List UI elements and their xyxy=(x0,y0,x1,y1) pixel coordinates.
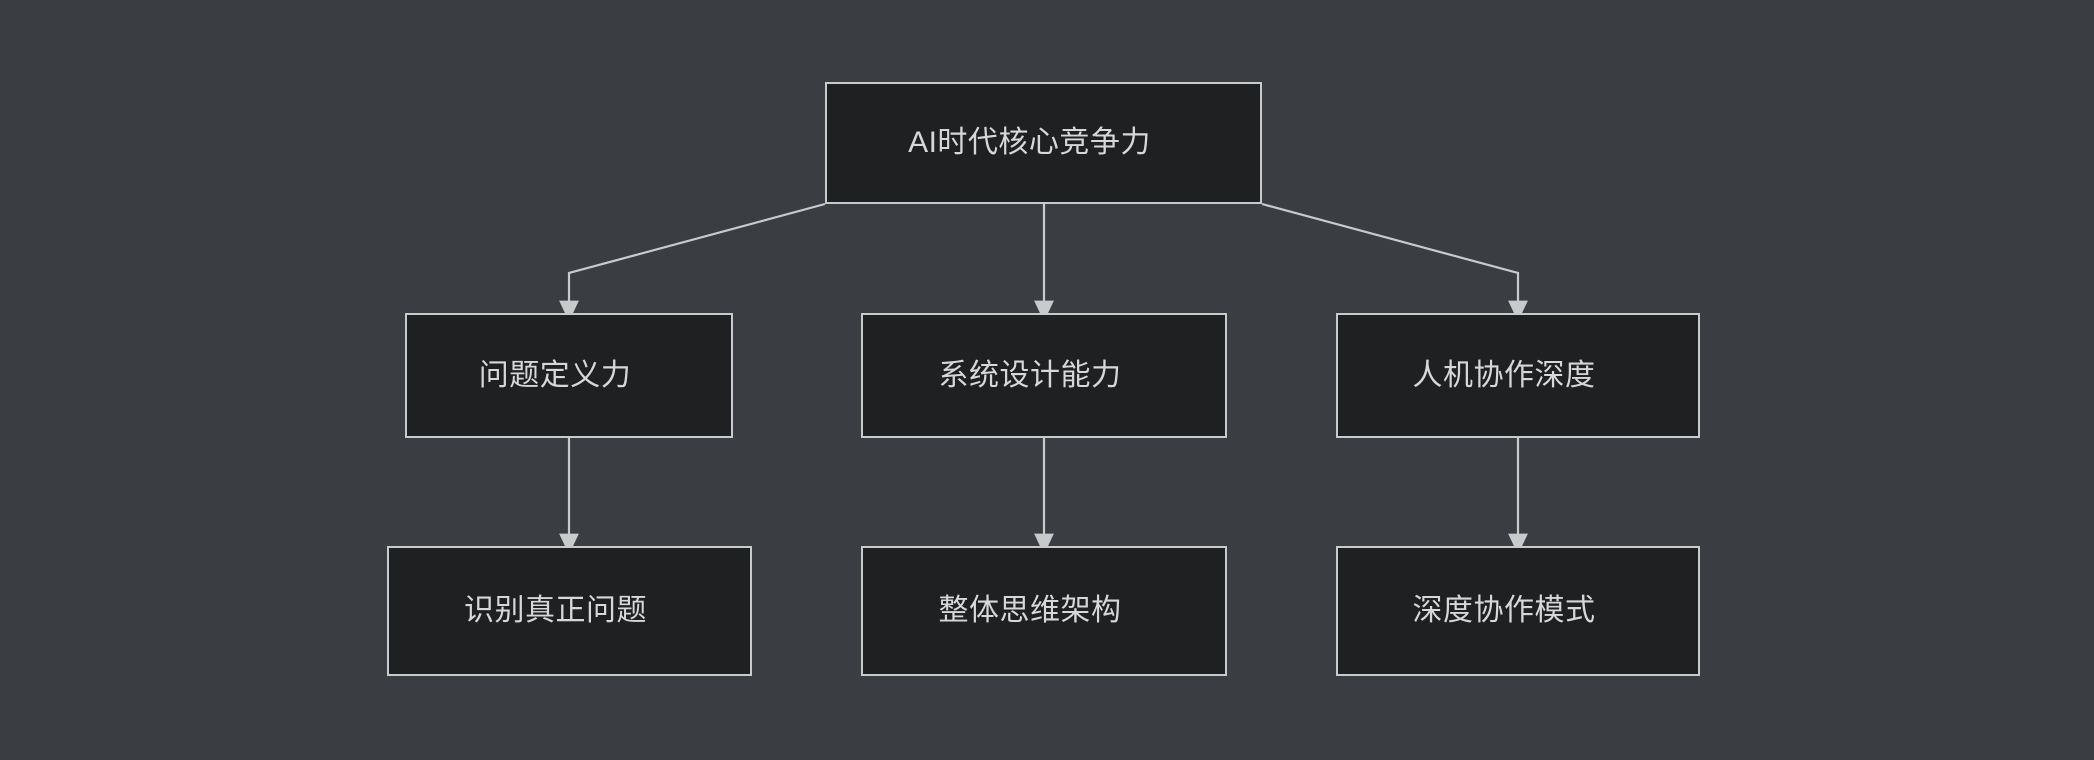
node-label: 系统设计能力 xyxy=(938,358,1122,392)
node-label: AI时代核心竞争力 xyxy=(908,126,1151,159)
node-label: 问题定义力 xyxy=(478,358,632,392)
node-label: 深度协作模式 xyxy=(1412,594,1596,627)
node-label: 人机协作深度 xyxy=(1412,358,1596,392)
node-deep-collaboration-mode[interactable]: 深度协作模式 xyxy=(1336,546,1700,676)
node-holistic-thinking-architecture[interactable]: 整体思维架构 xyxy=(861,546,1227,676)
node-system-design[interactable]: 系统设计能力 xyxy=(861,313,1227,438)
edge-root-to-problem-definition xyxy=(559,202,826,322)
node-ai-era-core-competitiveness[interactable]: AI时代核心竞争力 xyxy=(825,82,1262,204)
node-label: 识别真正问题 xyxy=(464,594,647,627)
node-label: 整体思维架构 xyxy=(938,594,1122,627)
edge-root-to-human-ai-collaboration xyxy=(1261,202,1528,322)
node-identify-real-problem[interactable]: 识别真正问题 xyxy=(387,546,752,676)
node-human-ai-collaboration[interactable]: 人机协作深度 xyxy=(1336,313,1700,438)
node-problem-definition[interactable]: 问题定义力 xyxy=(405,313,733,438)
